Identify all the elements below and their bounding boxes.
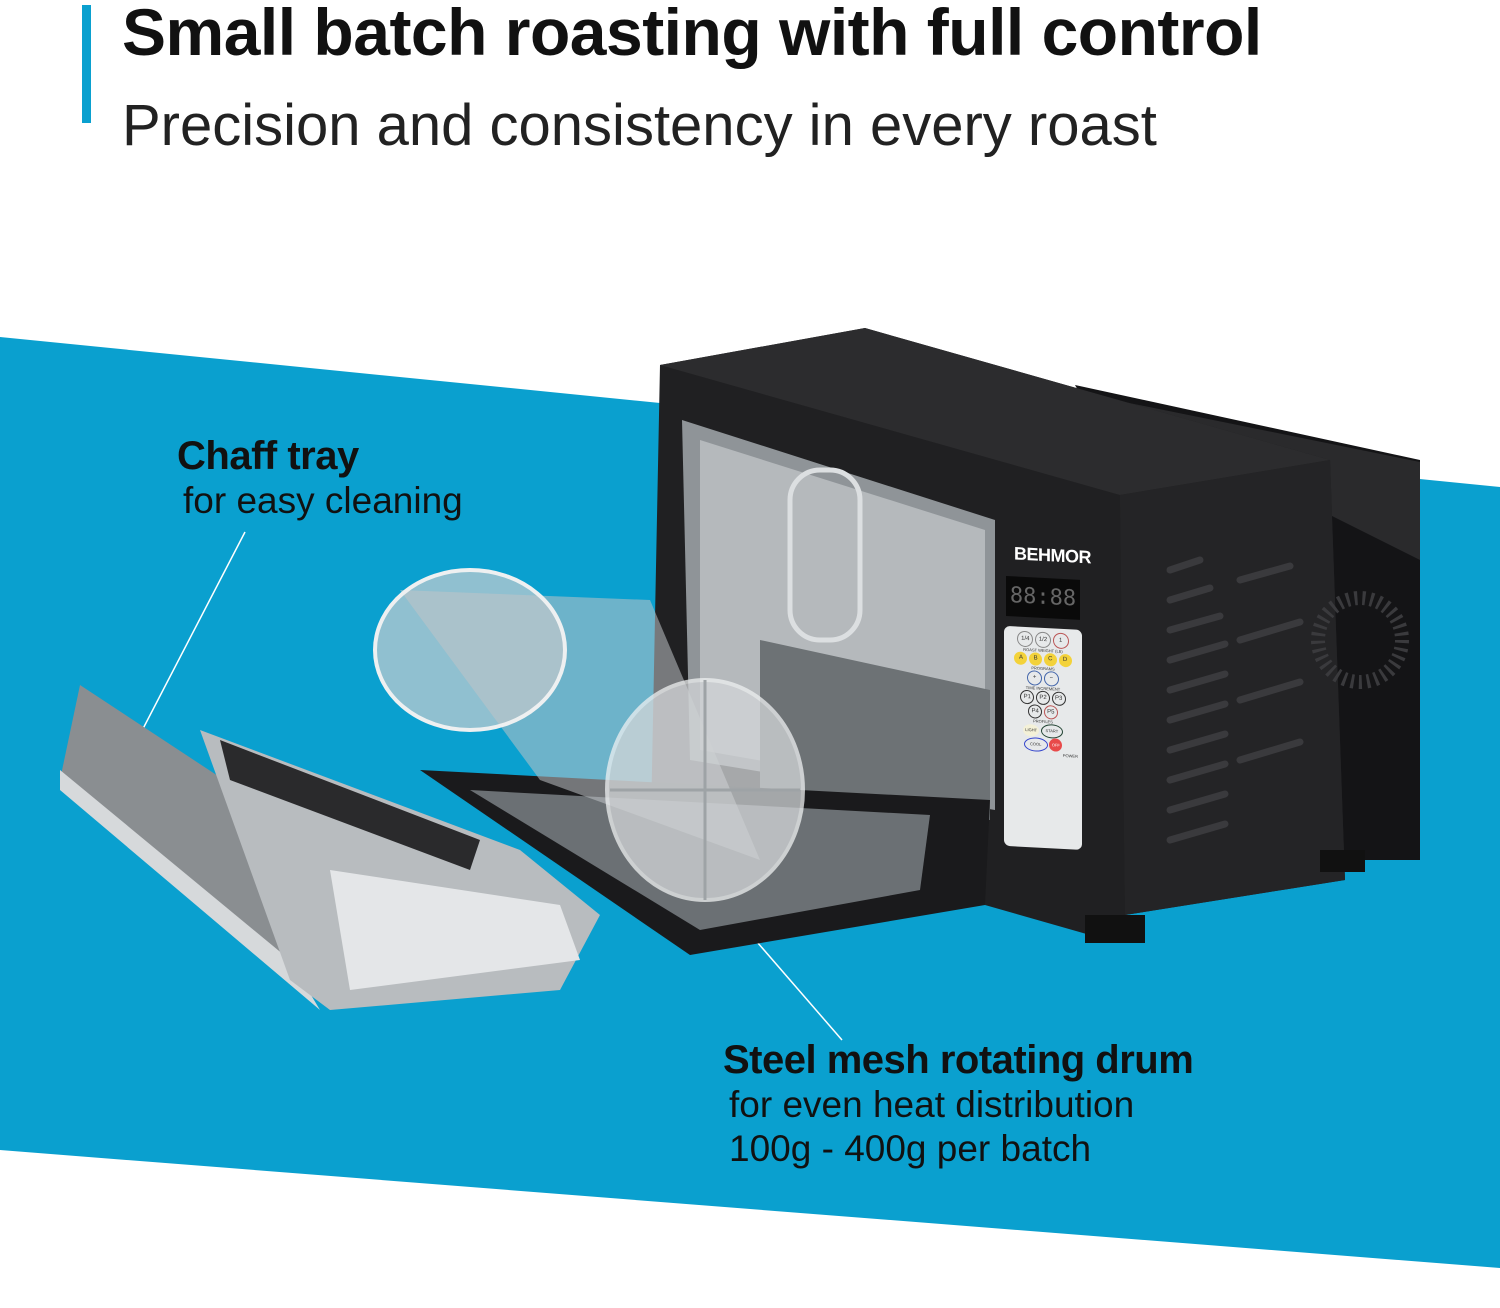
profile-p1-button[interactable]: P1: [1020, 689, 1035, 705]
control-panel: BEHMOR 88:88 1/4 1/2 1 ROAST WEIGHT (LB)…: [1000, 543, 1091, 878]
weight-one-button[interactable]: 1: [1052, 632, 1069, 650]
drum-desc: for even heat distribution: [729, 1084, 1135, 1125]
chaff-tray-desc: for easy cleaning: [183, 480, 463, 521]
profile-p3-button[interactable]: P3: [1051, 691, 1066, 707]
time-plus-button[interactable]: +: [1027, 670, 1043, 686]
off-button[interactable]: OFF: [1049, 738, 1063, 752]
drum-callout: Steel mesh rotating drum for even heat d…: [723, 1038, 1194, 1172]
start-button[interactable]: START: [1040, 723, 1063, 739]
chaff-leader-line: [132, 531, 246, 749]
chaff-tray-callout: Chaff tray for easy cleaning: [177, 434, 463, 523]
chaff-tray-title: Chaff tray: [177, 434, 359, 478]
program-c-button[interactable]: C: [1043, 652, 1057, 667]
brand-logo: BEHMOR: [1014, 543, 1091, 568]
cool-button[interactable]: COOL: [1023, 736, 1048, 753]
chaff-tray: [60, 685, 600, 1010]
program-a-button[interactable]: A: [1014, 651, 1028, 666]
accent-bar: [82, 5, 91, 123]
page-subtitle: Precision and consistency in every roast: [122, 93, 1157, 158]
drum-title: Steel mesh rotating drum: [723, 1038, 1194, 1082]
timer-display: 88:88: [1006, 575, 1080, 620]
mesh-drum: [373, 568, 805, 902]
light-button[interactable]: LIGHT: [1023, 723, 1040, 737]
weight-half-button[interactable]: 1/2: [1035, 631, 1051, 649]
program-d-button[interactable]: D: [1058, 653, 1072, 668]
weight-quarter-button[interactable]: 1/4: [1017, 630, 1034, 648]
profile-p4-button[interactable]: P4: [1028, 704, 1043, 719]
profile-p2-button[interactable]: P2: [1036, 690, 1050, 706]
roaster: [650, 328, 1420, 943]
profile-p5-button[interactable]: P5: [1043, 704, 1058, 720]
time-minus-button[interactable]: −: [1043, 670, 1059, 687]
program-b-button[interactable]: B: [1029, 652, 1043, 666]
drum-capacity: 100g - 400g per batch: [729, 1128, 1092, 1170]
page-title: Small batch roasting with full control: [122, 0, 1262, 69]
